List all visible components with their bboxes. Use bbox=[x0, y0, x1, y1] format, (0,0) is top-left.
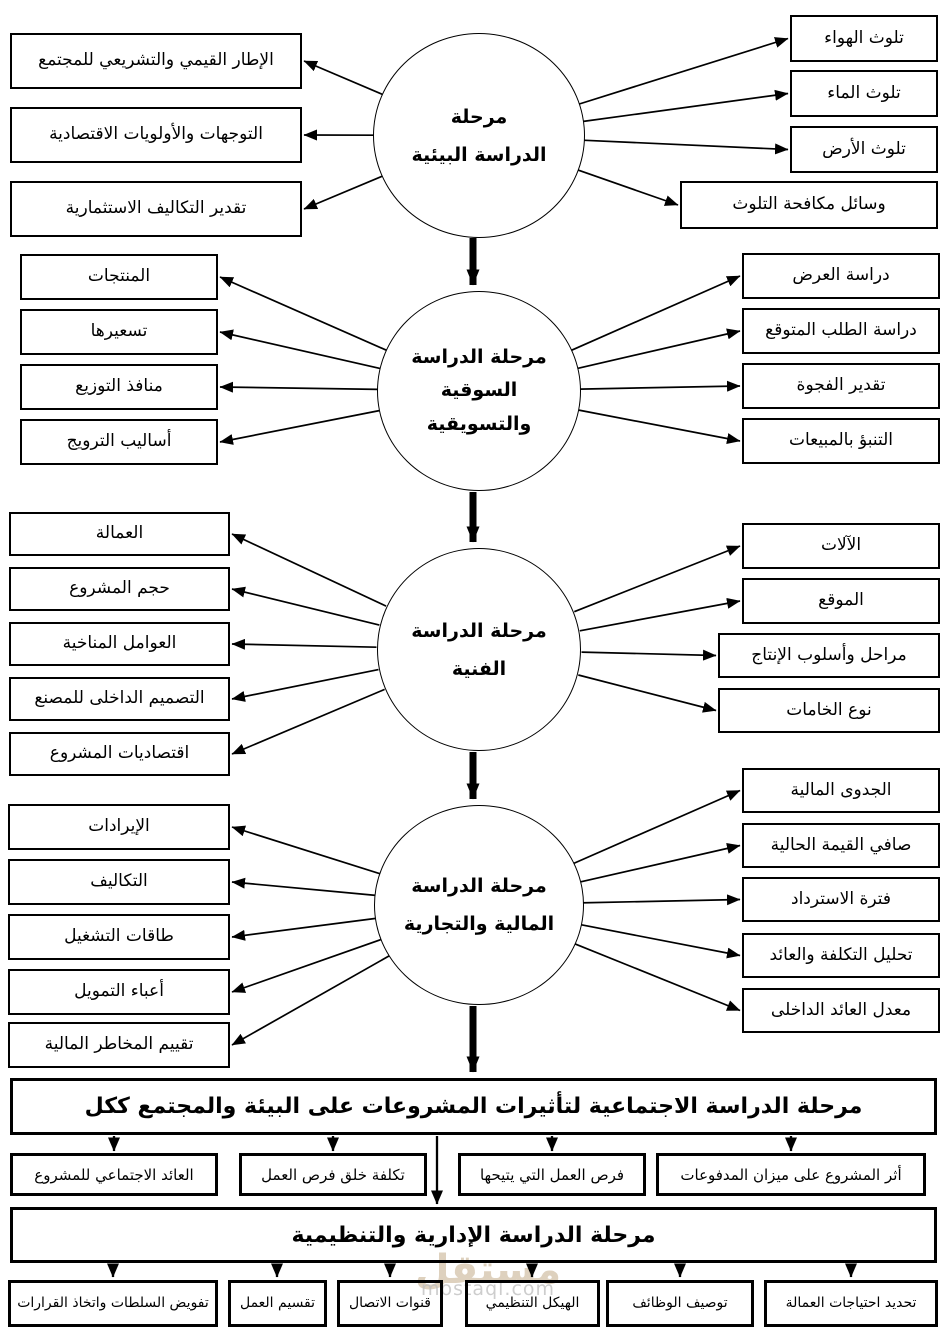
admin-box-labor-needs: تحديد احتياجات العمالة bbox=[764, 1280, 938, 1327]
admin-phase-bar: مرحلة الدراسة الإدارية والتنظيمية bbox=[10, 1207, 937, 1263]
admin-box-communication-channels: قنوات الاتصال bbox=[337, 1280, 443, 1327]
circle-line: الدراسة البيئية bbox=[411, 143, 547, 166]
social-box-social-return: العائد الاجتماعي للمشروع bbox=[10, 1153, 218, 1196]
circle-line: المالية والتجارية bbox=[403, 913, 555, 935]
tech-right-box-machines: الآلات bbox=[742, 523, 940, 569]
admin-box-org-structure: الهيكل التنظيمي bbox=[465, 1280, 600, 1327]
fin-left-box-revenues: الإيرادات bbox=[8, 804, 230, 850]
circle-line: والتسويقية bbox=[426, 412, 532, 435]
admin-box-division-of-labor: تقسيم العمل bbox=[228, 1280, 327, 1327]
circle-line: السوقية bbox=[440, 379, 518, 402]
fin-left-box-risk-assessment: تقييم المخاطر المالية bbox=[8, 1022, 230, 1068]
admin-box-delegation-decisions: تفويض السلطات واتخاذ القرارات bbox=[8, 1280, 218, 1327]
env-left-box-economic-priorities: التوجهات والأولويات الاقتصادية bbox=[10, 107, 302, 163]
fin-right-box-cost-benefit: تحليل التكلفة والعائد bbox=[742, 933, 940, 978]
tech-right-box-raw-materials: نوع الخامات bbox=[718, 688, 940, 733]
fin-right-box-irr: معدل العائد الداخلى bbox=[742, 988, 940, 1033]
market-right-box-supply-study: دراسة العرض bbox=[742, 253, 940, 299]
circle-line: مرحلة bbox=[450, 105, 508, 128]
environmental-phase-circle: مرحلة الدراسة البيئية bbox=[373, 33, 585, 238]
fin-right-box-payback-period: فترة الاسترداد bbox=[742, 877, 940, 922]
tech-left-box-project-economics: اقتصاديات المشروع bbox=[9, 732, 230, 776]
market-left-box-pricing: تسعيرها bbox=[20, 309, 218, 355]
tech-left-box-climate-factors: العوامل المناخية bbox=[9, 622, 230, 666]
social-box-job-creation-cost: تكلفة خلق فرص العمل bbox=[239, 1153, 427, 1196]
circle-line: مرحلة الدراسة bbox=[411, 875, 547, 897]
circle-line: مرحلة الدراسة bbox=[411, 346, 547, 369]
social-box-job-opportunities: فرص العمل التي يتيحها bbox=[458, 1153, 646, 1196]
tech-right-box-production-method: مراحل وأسلوب الإنتاج bbox=[718, 633, 940, 678]
social-box-balance-of-payments: أثر المشروع على ميزان المدفوعات bbox=[656, 1153, 926, 1196]
tech-left-box-factory-design: التصميم الداخلى للمصنع bbox=[9, 677, 230, 721]
circle-line: مرحلة الدراسة bbox=[411, 619, 547, 642]
admin-box-job-descriptions: توصيف الوظائف bbox=[606, 1280, 754, 1327]
fin-right-box-npv: صافي القيمة الحالية bbox=[742, 823, 940, 868]
circle-line: الفنية bbox=[451, 657, 507, 680]
fin-right-box-financial-feasibility: الجدوى المالية bbox=[742, 768, 940, 813]
env-left-box-investment-costs: تقدير التكاليف الاستثمارية bbox=[10, 181, 302, 237]
env-right-box-air-pollution: تلوث الهواء bbox=[790, 15, 938, 62]
market-left-box-products: المنتجات bbox=[20, 254, 218, 300]
social-phase-bar: مرحلة الدراسة الاجتماعية لتأثيرات المشرو… bbox=[10, 1078, 937, 1135]
tech-left-box-labor: العمالة bbox=[9, 512, 230, 556]
tech-left-box-project-size: حجم المشروع bbox=[9, 567, 230, 611]
env-right-box-land-pollution: تلوث الأرض bbox=[790, 126, 938, 173]
market-right-box-gap-estimate: تقدير الفجوة bbox=[742, 363, 940, 409]
fin-left-box-financing-burden: أعباء التمويل bbox=[8, 969, 230, 1015]
fin-left-box-costs: التكاليف bbox=[8, 859, 230, 905]
market-left-box-distribution: منافذ التوزيع bbox=[20, 364, 218, 410]
env-right-box-water-pollution: تلوث الماء bbox=[790, 70, 938, 117]
market-right-box-sales-forecast: التنبؤ بالمبيعات bbox=[742, 418, 940, 464]
env-left-box-legal-framework: الإطار القيمي والتشريعي للمجتمع bbox=[10, 33, 302, 89]
env-right-box-pollution-control: وسائل مكافحة التلوث bbox=[680, 181, 938, 229]
fin-left-box-operating-capacity: طاقات التشغيل bbox=[8, 914, 230, 960]
tech-right-box-location: الموقع bbox=[742, 578, 940, 624]
market-right-box-demand-study: دراسة الطلب المتوقع bbox=[742, 308, 940, 354]
technical-phase-circle: مرحلة الدراسة الفنية bbox=[377, 548, 581, 751]
market-left-box-promotion: أساليب الترويج bbox=[20, 419, 218, 465]
financial-phase-circle: مرحلة الدراسة المالية والتجارية bbox=[374, 805, 584, 1005]
market-phase-circle: مرحلة الدراسة السوقية والتسويقية bbox=[377, 291, 581, 491]
